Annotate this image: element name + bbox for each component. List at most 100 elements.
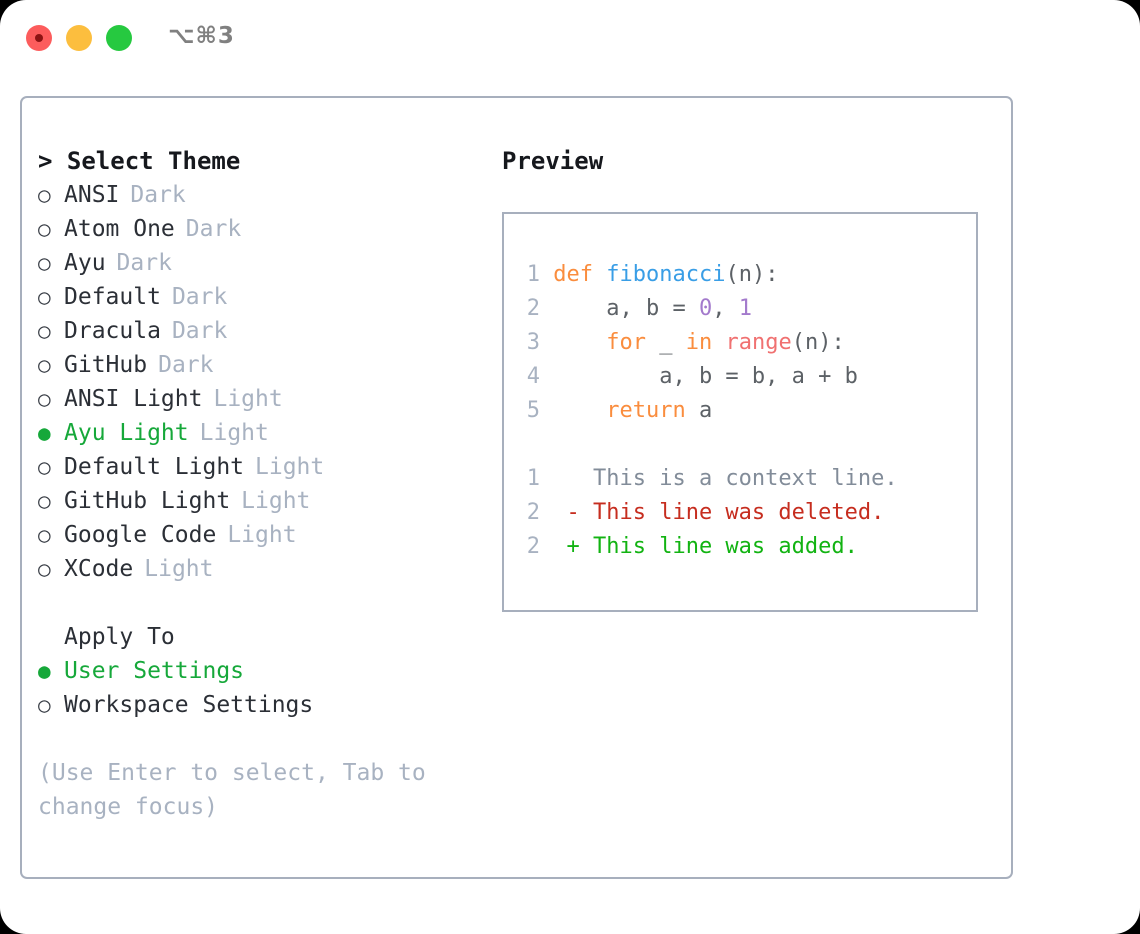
apply-to-option-user-settings[interactable]: ● User Settings xyxy=(38,654,478,688)
theme-option-label: Google Code xyxy=(64,522,217,548)
close-window-button[interactable] xyxy=(26,25,52,51)
diff-line: 2 + This line was added. xyxy=(518,530,976,564)
theme-option-variant-tag: Dark xyxy=(158,352,214,378)
apply-to-heading: Apply To xyxy=(64,624,175,650)
apply-to-option-label: User Settings xyxy=(64,658,245,684)
theme-option-label: Dracula xyxy=(64,318,161,344)
code-diff-separator xyxy=(518,428,976,462)
theme-option-atom-one[interactable]: ○ Atom One Dark xyxy=(38,212,478,246)
apply-to-option-label: Workspace Settings xyxy=(64,692,314,718)
list-spacer xyxy=(38,586,478,620)
code-line: 5 return a xyxy=(518,394,976,428)
diff-line-text: This is a context line. xyxy=(540,466,898,491)
theme-option-label: Default Light xyxy=(64,454,245,480)
theme-option-label: Ayu Light xyxy=(64,420,189,446)
theme-option-label: GitHub xyxy=(64,352,148,378)
radio-selected-icon: ● xyxy=(38,659,51,683)
code-token xyxy=(540,262,553,287)
radio-unselected-icon: ○ xyxy=(38,353,51,377)
code-token: , xyxy=(712,296,739,321)
radio-unselected-icon: ○ xyxy=(38,557,51,581)
radio-unselected-icon: ○ xyxy=(38,693,51,717)
code-token: _ xyxy=(645,330,686,355)
radio-unselected-icon: ○ xyxy=(38,319,51,343)
theme-option-label: ANSI xyxy=(64,182,120,208)
code-token: return xyxy=(606,398,686,423)
preview-column: Preview 1 def fibonacci(n):2 a, b = 0, 1… xyxy=(502,144,992,612)
theme-option-variant-tag: Dark xyxy=(130,182,186,208)
radio-unselected-icon: ○ xyxy=(38,387,51,411)
line-number: 2 xyxy=(526,500,540,525)
code-line: 3 for _ in range(n): xyxy=(518,326,976,360)
theme-option-label: Ayu xyxy=(64,250,106,276)
theme-option-ansi-light[interactable]: ○ ANSI Light Light xyxy=(38,382,478,416)
code-token xyxy=(593,262,606,287)
code-token xyxy=(712,330,725,355)
line-number: 1 xyxy=(526,466,540,491)
line-number: 4 xyxy=(526,364,540,389)
theme-option-variant-tag: Dark xyxy=(116,250,172,276)
line-number: 2 xyxy=(526,296,540,321)
radio-selected-icon: ● xyxy=(38,421,51,445)
diff-line: 1 This is a context line. xyxy=(518,462,976,496)
theme-option-variant-tag: Light xyxy=(144,556,214,582)
theme-option-github[interactable]: ○ GitHub Dark xyxy=(38,348,478,382)
theme-option-variant-tag: Dark xyxy=(171,284,228,310)
theme-option-variant-tag: Dark xyxy=(185,216,242,242)
code-token: 0 xyxy=(698,296,713,321)
diff-line: 2 - This line was deleted. xyxy=(518,496,976,530)
code-token: (n): xyxy=(791,330,845,355)
code-line: 4 a, b = b, a + b xyxy=(518,360,976,394)
theme-option-variant-tag: Dark xyxy=(171,318,228,344)
code-token: def xyxy=(553,262,593,287)
radio-unselected-icon: ○ xyxy=(38,285,51,309)
code-token: fibonacci xyxy=(606,262,726,287)
line-number: 2 xyxy=(526,534,540,559)
theme-option-label: ANSI Light xyxy=(64,386,203,412)
diff-sample: 1 This is a context line.2 - This line w… xyxy=(518,462,976,564)
code-token: (n): xyxy=(725,262,779,287)
diff-line-text: + This line was added. xyxy=(540,534,858,559)
preview-heading: Preview xyxy=(502,147,604,175)
hint-spacer xyxy=(38,722,478,756)
theme-option-variant-tag: Light xyxy=(255,454,325,480)
radio-unselected-icon: ○ xyxy=(38,217,51,241)
title-bar: ⌥⌘3 xyxy=(0,0,1140,78)
theme-option-label: Atom One xyxy=(64,216,175,242)
code-token: a, b = xyxy=(540,296,699,321)
code-token xyxy=(540,398,606,423)
code-token: 1 xyxy=(738,296,752,321)
select-theme-heading: > Select Theme xyxy=(38,147,241,175)
keyboard-shortcut-label: ⌥⌘3 xyxy=(168,23,235,49)
traffic-light-controls xyxy=(26,25,132,51)
code-token: a, b = b, a + b xyxy=(540,364,858,389)
line-number: 3 xyxy=(526,330,540,355)
apply-to-option-workspace-settings[interactable]: ○ Workspace Settings xyxy=(38,688,478,722)
apply-to-list: ● User Settings ○ Workspace Settings xyxy=(38,654,478,722)
theme-option-label: XCode xyxy=(64,556,134,582)
code-token: for xyxy=(606,330,646,355)
theme-option-dracula[interactable]: ○ Dracula Dark xyxy=(38,314,478,348)
maximize-window-button[interactable] xyxy=(106,25,132,51)
theme-option-ayu-light[interactable]: ● Ayu Light Light xyxy=(38,416,478,450)
code-token: in xyxy=(685,330,713,355)
code-token: a xyxy=(685,398,713,423)
theme-option-variant-tag: Light xyxy=(213,386,283,412)
theme-option-xcode[interactable]: ○ XCode Light xyxy=(38,552,478,586)
radio-unselected-icon: ○ xyxy=(38,489,51,513)
code-token xyxy=(540,330,606,355)
minimize-window-button[interactable] xyxy=(66,25,92,51)
theme-option-variant-tag: Light xyxy=(199,420,269,446)
